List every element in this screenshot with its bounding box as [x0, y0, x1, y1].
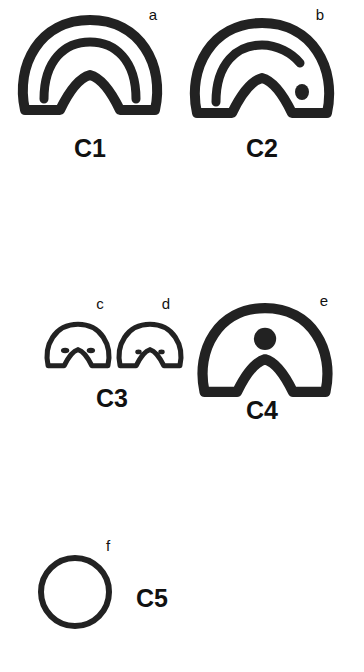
section-letter: c	[96, 296, 104, 311]
section-name: C1	[74, 136, 106, 161]
section-letter: e	[320, 293, 328, 308]
section-c2	[195, 23, 329, 113]
section-c4	[203, 308, 328, 392]
section-letter: f	[106, 538, 110, 553]
section-name: C5	[136, 586, 168, 611]
section-letter: a	[149, 7, 157, 22]
section-name: C2	[246, 136, 278, 161]
section-letter: d	[162, 296, 170, 311]
section-c3-d	[119, 324, 181, 365]
section-c3-c	[47, 324, 109, 365]
section-c5	[41, 558, 109, 626]
section-name: C4	[246, 398, 278, 423]
section-name: C3	[96, 386, 128, 411]
section-letter: b	[316, 7, 324, 22]
section-c1	[23, 20, 157, 110]
